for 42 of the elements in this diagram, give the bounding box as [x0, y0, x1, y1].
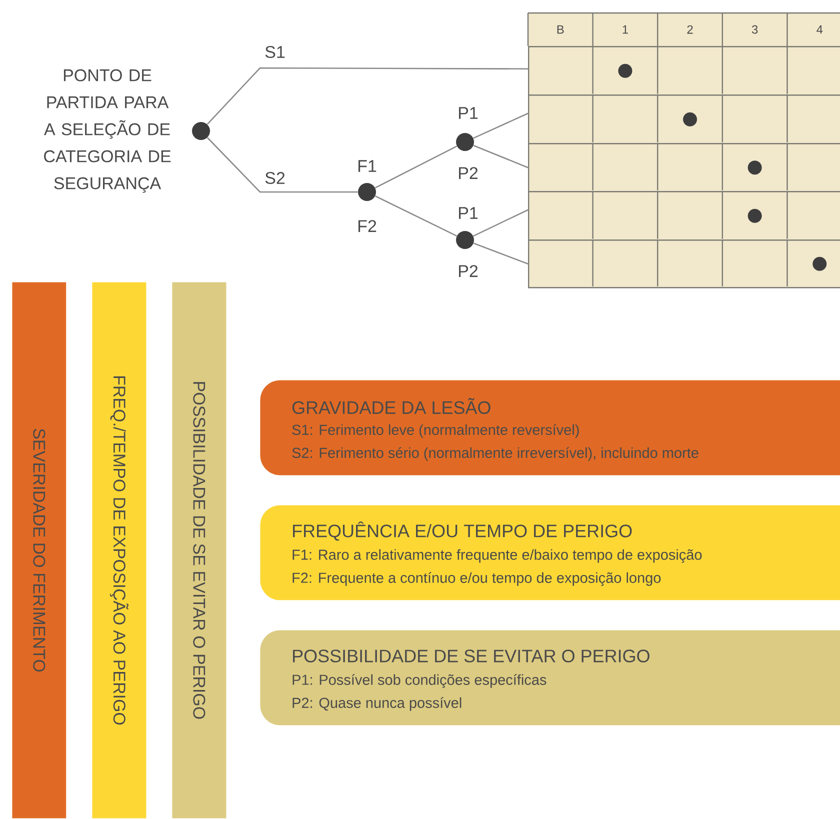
- edge-label: P1: [459, 207, 478, 219]
- branch-dot: [358, 183, 376, 201]
- vertical-band: SEVERIDADE DO FERIMENTO: [12, 282, 66, 818]
- branch-dot: [456, 133, 474, 151]
- edge-label: F2: [358, 220, 376, 232]
- branch-line: [374, 195, 458, 237]
- edge-label: S2: [265, 172, 285, 184]
- branch-line: [473, 209, 528, 237]
- table-row: [528, 46, 840, 96]
- column-header: 1: [622, 25, 628, 34]
- column-header: 2: [687, 25, 693, 34]
- column-header: 3: [752, 25, 758, 34]
- branch-dot: [192, 122, 210, 140]
- edge-label: S1: [265, 46, 285, 58]
- branch-line: [206, 137, 358, 193]
- vertical-band: FREQ./TEMPO DE EXPOSIÇÃO AO PERIGO: [92, 282, 146, 818]
- table-row: [528, 143, 840, 192]
- branch-line: [374, 146, 458, 188]
- branch-line: [473, 242, 528, 264]
- vertical-band: POSSIBILIDADE DE SE EVITAR O PERIGO: [172, 282, 226, 818]
- branch-line: [206, 67, 528, 125]
- category-dot: [748, 160, 762, 175]
- branch-dot: [456, 231, 474, 249]
- branch-line: [473, 144, 528, 168]
- table-row: [528, 240, 840, 288]
- column-header: B: [557, 25, 564, 34]
- table-row: [528, 191, 840, 241]
- info-card: FREQUÊNCIA E/OU TEMPO DE PERIGO F1: Raro a relativamente frequente e/baixo tempo de exposição F2: Frequente a contínuo e/ou tempo de exposição longo: [260, 505, 840, 600]
- edge-label: P2: [459, 265, 478, 277]
- info-card: POSSIBILIDADE DE SE EVITAR O PERIGO P1: Possível sob condições específicas P2: Quase nunca possível: [260, 630, 840, 726]
- category-dot: [618, 64, 632, 78]
- branch-line: [473, 112, 528, 139]
- start-label: PONTO DE PARTIDA PARA A SELEÇÃO DE CATEGORIA DE SEGURANÇA: [44, 69, 171, 193]
- column-header: 4: [816, 25, 823, 34]
- category-dot: [683, 112, 697, 126]
- category-dot: [748, 208, 762, 223]
- category-dot: [812, 256, 827, 271]
- edge-label: P2: [459, 167, 478, 179]
- edge-label: F1: [358, 160, 376, 172]
- table-row: [528, 94, 840, 144]
- info-card: GRAVIDADE DA LESÃO S1: Ferimento leve (normalmente reversível) S2: Ferimento sério (normalmente irreversível), incluindo morte: [260, 380, 840, 476]
- edge-label: P1: [459, 107, 478, 119]
